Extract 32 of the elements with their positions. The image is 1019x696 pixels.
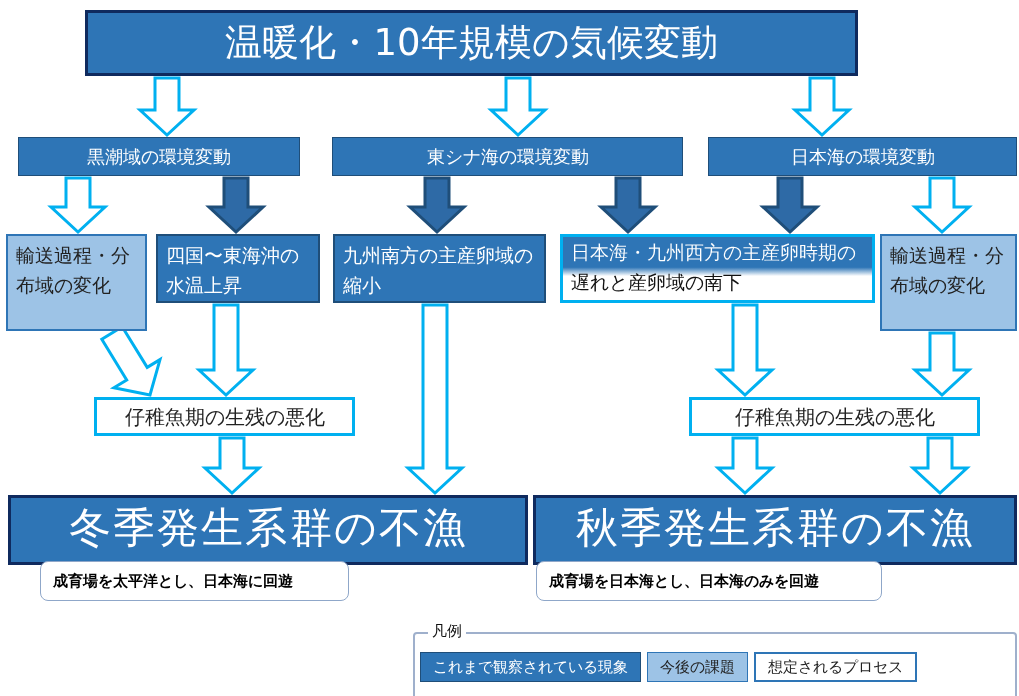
block-arrow: [487, 76, 549, 138]
block-arrow: [791, 76, 853, 138]
block-arrow: [47, 176, 109, 235]
block-arrow: [201, 436, 263, 496]
block-arrow: [911, 331, 973, 398]
block-arrow: [404, 303, 466, 496]
callout-note: 成育場を日本海とし、日本海のみを回遊: [536, 561, 882, 601]
observed-box: 四国〜東海沖の水温上昇: [156, 234, 320, 303]
task-box: 輸送過程・分布域の変化: [6, 234, 147, 331]
observed-box: 九州南方の主産卵域の縮小: [333, 234, 546, 303]
block-arrow: [911, 176, 973, 235]
title-box: 温暖化・10年規模の気候変動: [85, 10, 858, 76]
process-box: 仔稚魚期の生残の悪化: [689, 397, 980, 436]
block-arrow: [205, 176, 267, 235]
block-arrow: [714, 436, 776, 496]
block-arrow: [406, 176, 468, 235]
block-arrow: [195, 303, 257, 398]
block-arrow: [909, 436, 971, 496]
task-box: 輸送過程・分布域の変化: [880, 234, 1017, 331]
block-arrow: [714, 303, 776, 398]
legend-item: 今後の課題: [647, 652, 748, 682]
region-box: 東シナ海の環境変動: [332, 137, 683, 176]
region-box: 日本海の環境変動: [708, 137, 1017, 176]
process-box: 仔稚魚期の生残の悪化: [94, 397, 355, 436]
callout-note: 成育場を太平洋とし、日本海に回遊: [40, 561, 349, 601]
block-arrow: [597, 176, 659, 235]
block-arrow: [759, 176, 821, 235]
legend-item: これまで観察されている現象: [420, 652, 641, 682]
observed-box: 日本海・九州西方の主産卵時期の遅れと産卵域の南下: [560, 234, 875, 303]
region-box: 黒潮域の環境変動: [18, 137, 300, 176]
block-arrow: [136, 76, 198, 138]
legend-item: 想定されるプロセス: [754, 652, 917, 682]
